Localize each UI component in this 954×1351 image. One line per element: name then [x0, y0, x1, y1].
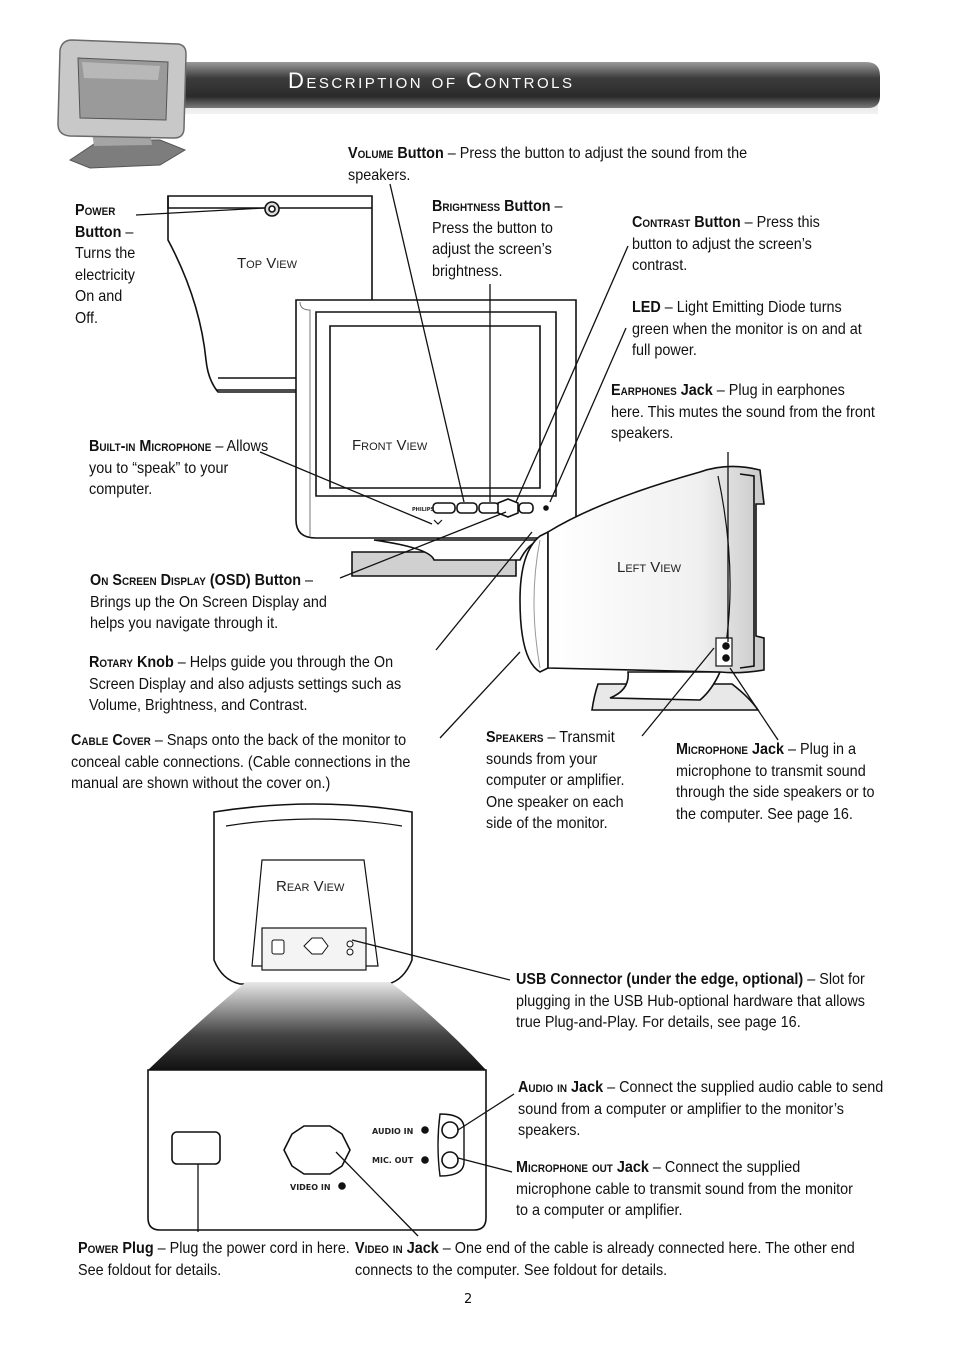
- speakers-callout: Speakers – Transmit sounds from your com…: [486, 729, 625, 832]
- page-title: Description of Controls: [288, 68, 575, 93]
- power-plug-callout: Power Plug – Plug the power cord in here…: [78, 1240, 350, 1279]
- monitor-icon: [57, 39, 187, 169]
- top-view-label: Top View: [237, 255, 298, 272]
- mic-out-label: MIC. OUT: [372, 1156, 414, 1165]
- page-number: 2: [464, 1292, 473, 1307]
- audio-in-label: AUDIO IN: [372, 1127, 413, 1136]
- cable-cover-callout: Cable Cover – Snaps onto the back of the…: [71, 732, 411, 792]
- video-in-label: VIDEO IN: [290, 1183, 331, 1192]
- rotary-callout: Rotary Knob – Helps guide you through th…: [89, 654, 402, 714]
- usb-connector-callout: USB Connector (under the edge, optional)…: [516, 971, 866, 1031]
- mic-out-callout: Microphone out Jack – Connect the suppli…: [516, 1159, 853, 1219]
- builtin-microphone-callout: Built-in Microphone – Allows you to “spe…: [89, 438, 269, 498]
- brand-logo: PHILIPS: [412, 507, 434, 513]
- video-in-callout: Video in Jack – One end of the cable is …: [355, 1240, 855, 1279]
- earphones-callout: Earphones Jack – Plug in earphones here.…: [611, 382, 875, 442]
- rear-panel-closeup: [147, 1069, 487, 1231]
- front-view-label: Front View: [352, 437, 428, 454]
- led-callout: LED – Light Emitting Diode turns green w…: [632, 299, 862, 359]
- leader-lines: [135, 183, 779, 1237]
- left-view-label: Left View: [617, 559, 682, 576]
- rear-zoom-funnel: [148, 982, 486, 1070]
- left-view-monitor: [519, 465, 765, 711]
- contrast-callout: Contrast Button – Press this button to a…: [632, 214, 820, 274]
- microphone-jack-callout: Microphone Jack – Plug in a microphone t…: [676, 741, 875, 823]
- osd-callout: On Screen Display (OSD) Button – Brings …: [90, 572, 327, 632]
- audio-in-callout: Audio in Jack – Connect the supplied aud…: [518, 1079, 884, 1139]
- front-view-monitor: [295, 299, 577, 577]
- header-bar: [150, 62, 880, 114]
- rear-view-label: Rear View: [276, 878, 345, 895]
- rear-view-monitor: [213, 803, 413, 1007]
- brightness-callout: Brightness Button – Press the button to …: [432, 198, 563, 280]
- volume-callout: Volume Button – Press the button to adju…: [348, 145, 748, 184]
